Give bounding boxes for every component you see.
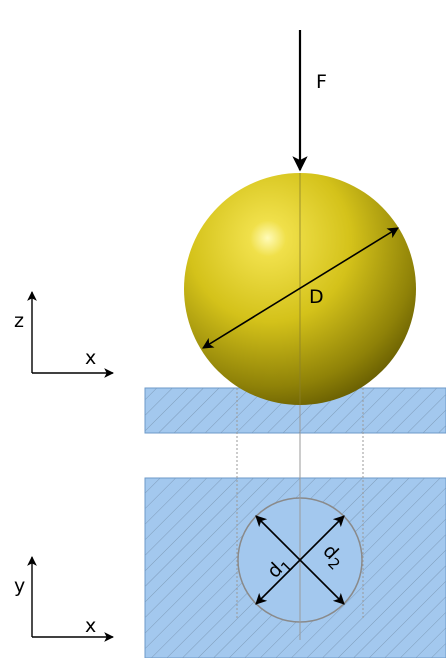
diameter-label: D	[309, 286, 324, 308]
y-axis-label: y	[14, 575, 25, 597]
x-axis-label-front: x	[85, 347, 96, 369]
diagonal-d2-arrow	[255, 515, 345, 605]
top-view-axes: y x	[14, 556, 114, 642]
front-view-axes: z x	[14, 291, 114, 378]
x-axis-label-top: x	[85, 615, 96, 637]
z-axis-label: z	[14, 310, 24, 332]
diameter-arrow	[202, 227, 399, 349]
force-label: F	[316, 71, 327, 93]
